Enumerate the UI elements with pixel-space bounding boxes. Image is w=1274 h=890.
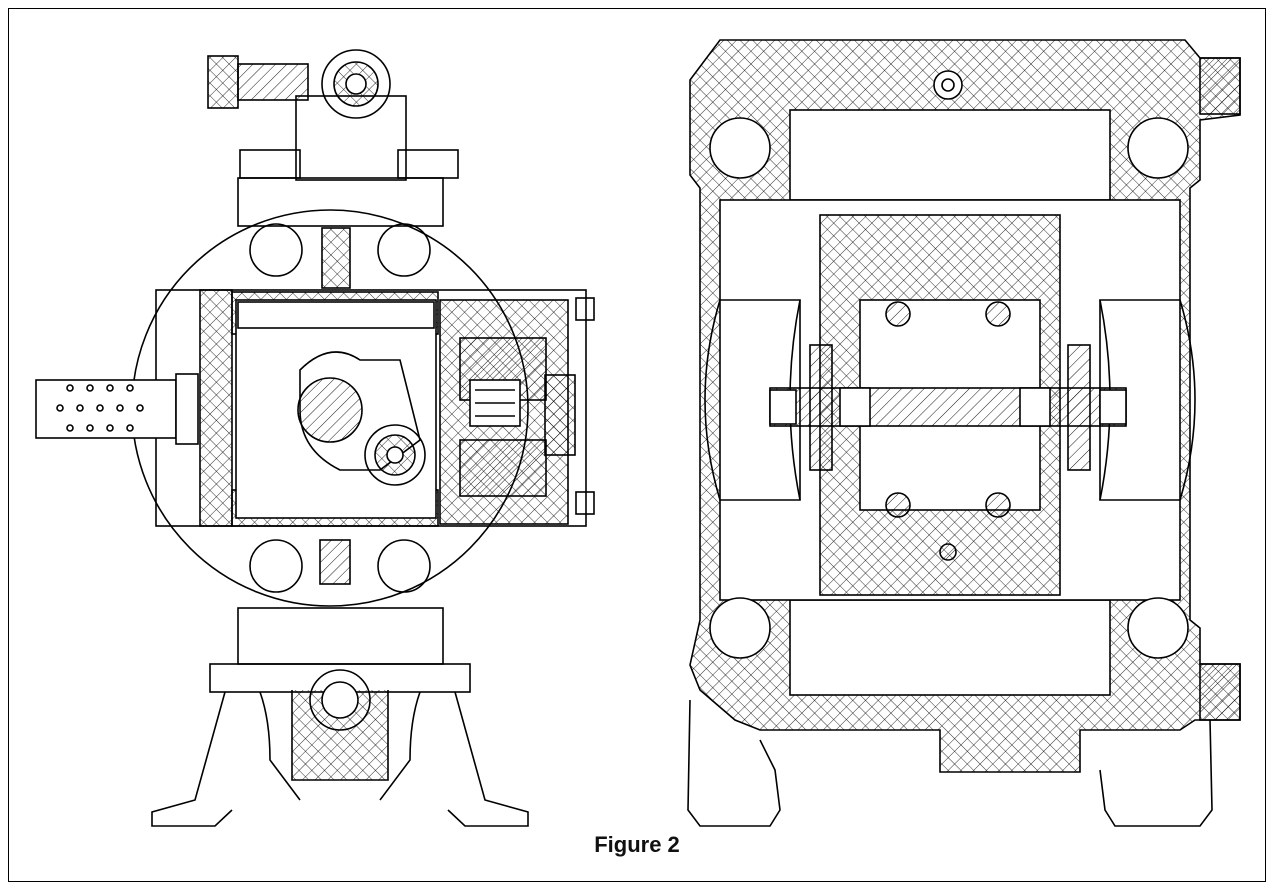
figure-caption: Figure 2 <box>594 832 680 857</box>
left-side-view <box>35 49 595 827</box>
top-air-fitting <box>207 49 407 181</box>
right-front-view <box>687 39 1241 827</box>
figure-frame <box>8 8 1266 882</box>
muffler <box>35 373 199 445</box>
